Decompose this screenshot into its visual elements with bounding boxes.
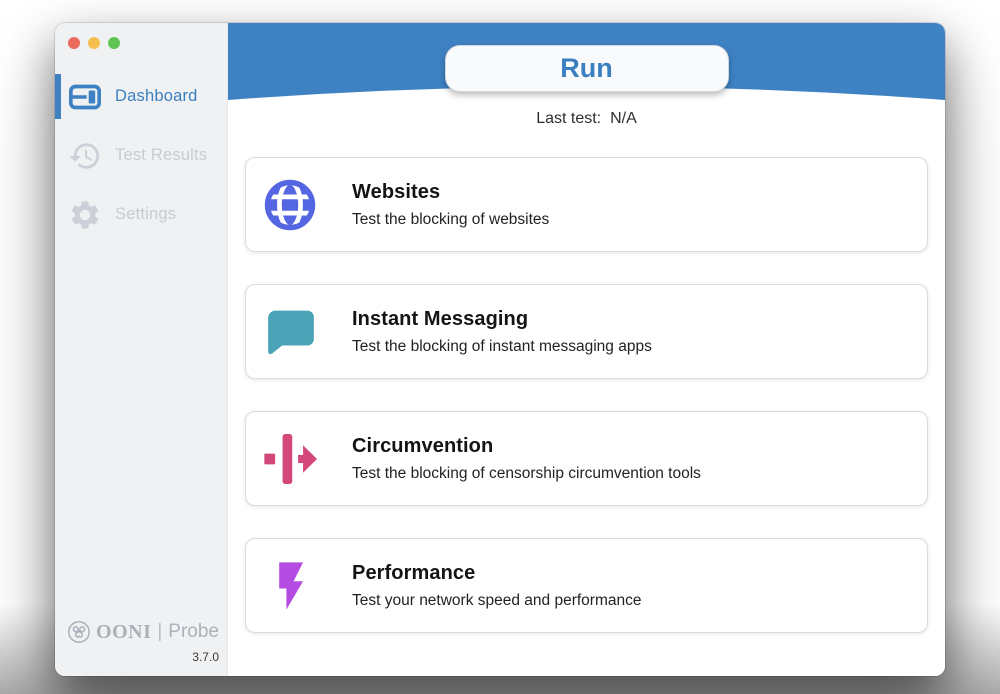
- run-button[interactable]: Run: [444, 45, 729, 92]
- dashboard-icon: [68, 80, 102, 114]
- card-title: Performance: [352, 561, 476, 584]
- zoom-button[interactable]: [108, 37, 120, 49]
- sidebar-item-label: Dashboard: [115, 87, 198, 105]
- card-description: Test your network speed and performance: [352, 591, 642, 609]
- card-websites[interactable]: Websites Test the blocking of websites: [245, 157, 928, 252]
- card-title: Websites: [352, 180, 441, 203]
- card-text: Performance Test your network speed and …: [352, 562, 642, 610]
- logo-text-probe: Probe: [168, 621, 219, 642]
- sidebar: Dashboard Test Results Setting: [55, 23, 228, 676]
- sidebar-item-label: Test Results: [115, 146, 208, 164]
- gear-icon: [68, 198, 102, 232]
- circumvention-arrow-icon: [263, 432, 317, 486]
- card-title: Instant Messaging: [352, 307, 529, 330]
- card-description: Test the blocking of websites: [352, 210, 550, 228]
- window-controls: [55, 23, 227, 74]
- sidebar-nav: Dashboard Test Results Setting: [55, 74, 227, 251]
- test-card-list: Websites Test the blocking of websites I…: [245, 157, 928, 633]
- chat-bubble-icon: [263, 305, 317, 359]
- sidebar-item-dashboard[interactable]: Dashboard: [55, 74, 227, 119]
- app-version: 3.7.0: [192, 650, 219, 664]
- card-description: Test the blocking of censorship circumve…: [352, 464, 701, 482]
- history-icon: [68, 139, 102, 173]
- card-text: Websites Test the blocking of websites: [352, 181, 549, 229]
- lightning-icon: [263, 559, 317, 613]
- card-instant-messaging[interactable]: Instant Messaging Test the blocking of i…: [245, 284, 928, 379]
- ooni-probe-logo: OONI | Probe: [55, 620, 219, 644]
- main-panel: Run Last test: N/A: [228, 23, 945, 676]
- card-text: Instant Messaging Test the blocking of i…: [352, 308, 652, 356]
- card-performance[interactable]: Performance Test your network speed and …: [245, 538, 928, 633]
- close-button[interactable]: [68, 37, 80, 49]
- logo-text-ooni: OONI: [96, 620, 152, 643]
- globe-icon: [263, 178, 317, 232]
- ooni-logo-icon: [67, 620, 91, 644]
- card-title: Circumvention: [352, 434, 494, 457]
- last-test-status: Last test: N/A: [228, 110, 945, 128]
- last-test-label: Last test:: [536, 110, 602, 127]
- sidebar-item-test-results[interactable]: Test Results: [55, 133, 227, 178]
- sidebar-item-settings[interactable]: Settings: [55, 192, 227, 237]
- last-test-value: N/A: [610, 110, 637, 127]
- sidebar-footer: OONI | Probe 3.7.0: [55, 620, 227, 676]
- active-indicator: [55, 74, 61, 119]
- minimize-button[interactable]: [88, 37, 100, 49]
- card-circumvention[interactable]: Circumvention Test the blocking of censo…: [245, 411, 928, 506]
- logo-divider: |: [157, 621, 163, 642]
- sidebar-item-label: Settings: [115, 205, 177, 223]
- app-window: Dashboard Test Results Setting: [55, 23, 945, 676]
- card-text: Circumvention Test the blocking of censo…: [352, 435, 701, 483]
- card-description: Test the blocking of instant messaging a…: [352, 337, 652, 355]
